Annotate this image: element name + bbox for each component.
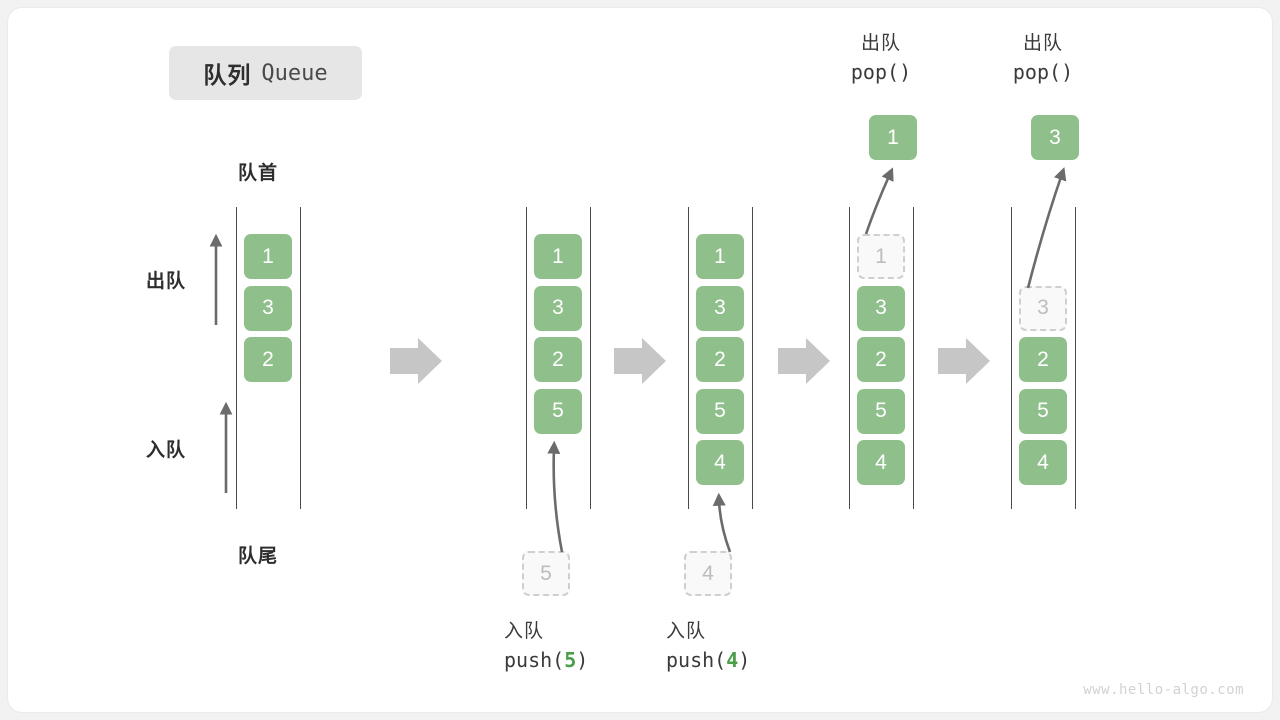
diagram-title-badge: 队列 Queue — [169, 46, 362, 100]
queue-rear-label: 队尾 — [238, 546, 279, 567]
enqueue-direction-label: 入队 — [146, 440, 187, 461]
queue-cell: 3 — [857, 285, 905, 331]
queue-rail — [300, 207, 301, 509]
queue-rail — [913, 207, 914, 509]
queue-cell: 2 — [857, 337, 905, 382]
queue-rail — [526, 207, 527, 509]
push-operand-box: 5 — [522, 551, 570, 596]
operation-caption-chinese: 出队 — [860, 33, 901, 54]
operation-caption-argument: 5 — [564, 647, 577, 672]
title-english: Queue — [261, 60, 328, 86]
operation-caption-argument: 4 — [726, 647, 739, 672]
queue-cell: 3 — [696, 285, 744, 331]
title-chinese: 队列 — [203, 62, 252, 88]
operation-caption-chinese: 出队 — [1022, 33, 1063, 54]
queue-cell: 3 — [1019, 285, 1067, 331]
queue-cell: 5 — [857, 388, 905, 434]
queue-cell: 2 — [696, 337, 744, 382]
queue-cell: 5 — [1019, 388, 1067, 434]
diagram-card — [8, 8, 1272, 712]
queue-rail — [849, 207, 850, 509]
queue-cell: 2 — [244, 337, 292, 382]
queue-front-label: 队首 — [238, 163, 279, 184]
queue-cell: 3 — [244, 285, 292, 331]
operation-caption: 入队 push(4) — [666, 618, 886, 675]
pop-result-box: 3 — [1031, 115, 1079, 160]
operation-caption-code: pop() — [850, 59, 912, 84]
queue-rail — [590, 207, 591, 509]
queue-cell: 1 — [857, 234, 905, 279]
queue-rail — [688, 207, 689, 509]
queue-rail — [1075, 207, 1076, 509]
push-operand-box: 4 — [684, 551, 732, 596]
queue-cell: 4 — [696, 440, 744, 485]
queue-rail — [236, 207, 237, 509]
queue-cell: 4 — [1019, 440, 1067, 485]
queue-rail — [752, 207, 753, 509]
queue-rail — [1011, 207, 1012, 509]
operation-caption-code: push(4) — [666, 647, 751, 672]
operation-caption: 出队 pop() — [933, 30, 1153, 87]
operation-caption-code: pop() — [1012, 59, 1074, 84]
dequeue-direction-label: 出队 — [146, 271, 187, 292]
queue-cell: 5 — [534, 388, 582, 434]
operation-caption-code: push(5) — [504, 647, 589, 672]
queue-cell: 4 — [857, 440, 905, 485]
queue-cell: 3 — [534, 285, 582, 331]
operation-caption-chinese: 入队 — [666, 621, 707, 642]
queue-cell: 5 — [696, 388, 744, 434]
operation-caption: 出队 pop() — [771, 30, 991, 87]
operation-caption: 入队 push(5) — [504, 618, 724, 675]
queue-cell: 1 — [696, 234, 744, 279]
site-watermark: www.hello-algo.com — [1083, 682, 1244, 698]
queue-cell: 2 — [1019, 337, 1067, 382]
queue-cell: 2 — [534, 337, 582, 382]
pop-result-box: 1 — [869, 115, 917, 160]
queue-cell: 1 — [244, 234, 292, 279]
queue-cell: 1 — [534, 234, 582, 279]
operation-caption-chinese: 入队 — [504, 621, 545, 642]
